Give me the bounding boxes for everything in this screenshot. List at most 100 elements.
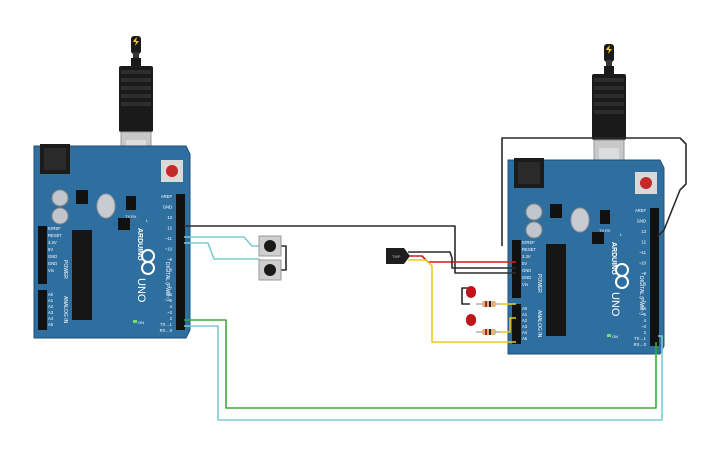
model-label: UNO: [135, 278, 147, 303]
power-pin-label: Vin: [48, 268, 55, 273]
led-label-l: L: [620, 232, 623, 237]
led-label-rx: RX: [131, 214, 137, 219]
pin-label: ~11: [639, 250, 646, 255]
power-pin-label: GND: [48, 261, 57, 266]
pin-label: 2: [644, 330, 647, 335]
on-label: ON: [138, 320, 144, 325]
analog-pin-label: A2: [48, 304, 54, 309]
power-label: POWER: [536, 274, 542, 293]
analog-pin-label: A1: [522, 312, 528, 317]
analog-pin-label: A0: [48, 292, 54, 297]
pin-label: 13: [167, 215, 172, 220]
wire-tmp-vcc[interactable]: [408, 255, 516, 263]
pin-label: ~6: [641, 306, 646, 311]
lightning-icon: [133, 37, 139, 46]
analog-pin-label: A5: [48, 322, 54, 327]
wire-serial-rx[interactable]: [184, 325, 663, 421]
model-label: UNO: [609, 292, 621, 317]
pin-label: TX→1: [160, 322, 173, 327]
arduino-logo-icon: [615, 263, 629, 289]
power-pin-label: GND: [522, 275, 531, 280]
arduino-board-right[interactable]: ARDUINO UNO DIGITAL (PWM~) POWER ANALOG …: [507, 44, 665, 355]
pin-label: 7: [644, 300, 647, 305]
pin-label: ~10: [165, 247, 173, 252]
push-button-icon[interactable]: [258, 235, 282, 257]
brand-label: ARDUINO: [610, 242, 617, 275]
wire-button-gnd[interactable]: [281, 245, 287, 271]
analog-pin-label: A3: [522, 324, 528, 329]
pin-label: 13: [641, 229, 646, 234]
power-pin-label: Vin: [522, 282, 529, 287]
wire-usb-loop[interactable]: [501, 137, 687, 246]
pin-label: GND: [163, 205, 172, 210]
resistor-icon[interactable]: [476, 329, 500, 335]
power-pin-label: IOREF: [48, 226, 61, 231]
wire-led-a1[interactable]: [500, 317, 516, 333]
pin-label: ~9: [167, 257, 172, 262]
led-icon[interactable]: [466, 314, 476, 326]
on-label: ON: [612, 334, 618, 339]
analog-label: ANALOG IN: [536, 310, 542, 338]
led-label-tx: TX: [599, 228, 604, 233]
analog-pin-label: A5: [522, 336, 528, 341]
arduino-logo-icon: [141, 249, 155, 275]
power-pin-label: 3.3V: [48, 240, 57, 245]
pin-label: RX←0: [634, 342, 647, 347]
pin-label: AREF: [635, 208, 647, 213]
power-led: [607, 334, 611, 337]
power-pin-label: IOREF: [522, 240, 535, 245]
digital-label: DIGITAL (PWM~): [638, 276, 644, 315]
analog-pin-label: A2: [522, 318, 528, 323]
power-pin-label: GND: [522, 268, 531, 273]
pin-label: 8: [170, 268, 173, 273]
sensor-label: TMP: [392, 254, 401, 259]
pin-label: GND: [637, 219, 646, 224]
pin-label: ~6: [167, 292, 172, 297]
reset-button[interactable]: [640, 177, 652, 189]
power-pin-label: RESET: [522, 247, 536, 252]
analog-pin-label: A3: [48, 310, 54, 315]
reset-button[interactable]: [166, 165, 178, 177]
power-pin-label: GND: [48, 254, 57, 259]
resistor-icon[interactable]: [476, 301, 500, 307]
wire-tmp-signal[interactable]: [408, 259, 516, 343]
wire-tmp-gnd[interactable]: [408, 251, 516, 269]
power-label: POWER: [62, 260, 68, 279]
wire-button-1[interactable]: [184, 236, 260, 247]
pin-label: TX→1: [634, 336, 647, 341]
push-button-icon[interactable]: [258, 259, 282, 281]
pin-label: RX←0: [160, 328, 173, 333]
wire-gnd-black[interactable]: [184, 225, 516, 274]
pin-label: ~5: [167, 298, 172, 303]
pin-label: ~3: [167, 310, 172, 315]
pin-label: AREF: [161, 194, 173, 199]
pin-label: ~9: [641, 271, 646, 276]
analog-pin-label: A0: [522, 306, 528, 311]
digital-label: DIGITAL (PWM~): [164, 262, 170, 301]
pin-label: 4: [644, 318, 647, 323]
pin-label: 8: [644, 282, 647, 287]
temperature-sensor-icon[interactable]: TMP: [386, 248, 410, 264]
power-led: [133, 320, 137, 323]
pin-label: 4: [170, 304, 173, 309]
pin-label: 12: [167, 226, 172, 231]
arduino-board-left[interactable]: ARDUINO UNO DIGITAL (PWM~) POWER ANALOG …: [33, 36, 191, 339]
led-icon[interactable]: [466, 286, 476, 298]
analog-label: ANALOG IN: [62, 296, 68, 324]
pin-label: 7: [170, 286, 173, 291]
wire-button-2[interactable]: [184, 242, 260, 260]
analog-pin-label: A1: [48, 298, 54, 303]
led-label-tx: TX: [125, 214, 130, 219]
power-pin-label: RESET: [48, 233, 62, 238]
pin-label: 12: [641, 240, 646, 245]
pin-label: ~3: [641, 324, 646, 329]
led-label-rx: RX: [605, 228, 611, 233]
analog-pin-label: A4: [522, 330, 528, 335]
wire-serial-tx[interactable]: [184, 319, 657, 409]
led-label-l: L: [146, 218, 149, 223]
analog-pin-label: A4: [48, 316, 54, 321]
pin-label: 2: [170, 316, 173, 321]
wire-led-gnd[interactable]: [461, 287, 470, 305]
